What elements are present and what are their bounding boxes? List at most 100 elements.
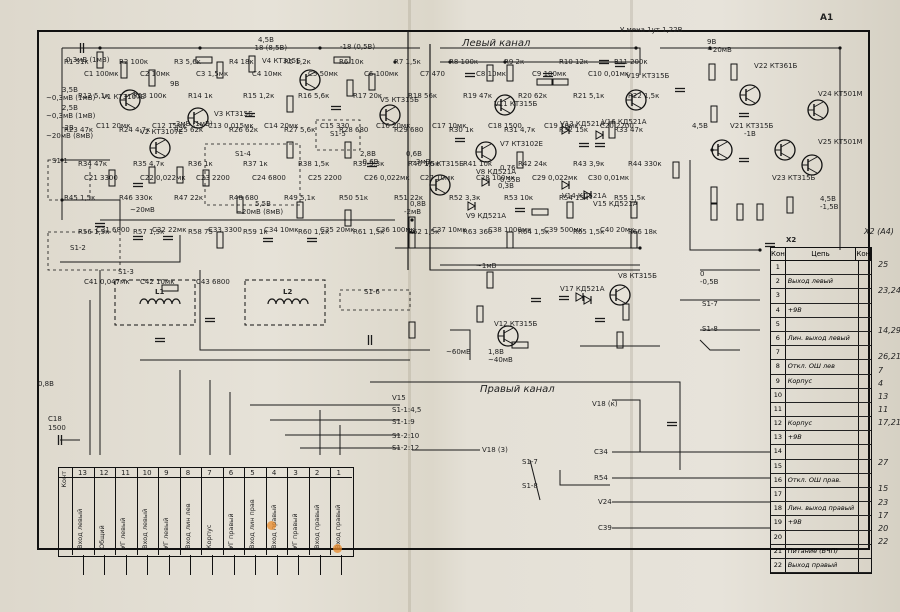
switch-label: S1-4 [235,150,251,158]
x2-pin-number: 15 [771,459,786,473]
wire [717,152,728,159]
x1-lead [276,555,278,575]
x1-pin-number: 6 [228,469,234,477]
x2-header: КонтЦепьКонт [771,248,871,261]
resistor-symbol [408,231,416,249]
diode-label: V9 КД521А [466,212,507,220]
x1-pin-name: УГ правый [226,513,235,549]
transistor-label: V12 КТ315Б [494,320,538,328]
wire [807,156,818,163]
resistor-label: R54 15к [559,194,589,202]
x2-pin-blank [859,460,871,473]
x1-pin-number: 12 [99,469,109,477]
x2-pin-number: 21 [771,544,786,558]
net-link-label: S1-2:10 [392,432,420,440]
junction-dot [710,148,714,152]
diode-label: V15 КД521А [593,200,638,208]
resistor-symbol [333,56,351,64]
transistor-label: V4 КТ315Б [262,57,301,65]
x1-pin-number: 10 [142,469,152,477]
x1-column-divider [136,467,138,555]
x1-column-divider [287,467,289,555]
x2-side-note: 17 [878,510,889,520]
resistor-symbol [531,208,549,216]
wire [689,160,760,251]
wire [60,235,181,263]
coil-label: L2 [283,288,293,296]
resistor-label: R2 100к [119,58,149,66]
wire [155,150,166,157]
left-channel-label: Левый канал [462,38,531,49]
x2-pin-number: 8 [771,360,786,374]
x1-column-divider [222,467,224,555]
resistor-label: R15 1,2к [243,92,275,100]
switch-group [47,231,121,271]
wire [745,97,756,104]
resistor-label: R23 47к [64,126,94,134]
x2-header-cell: Конт [856,248,871,260]
x2-row: 13+9В [771,431,871,446]
x2-pin-blank [859,275,871,288]
capacitor-label: C30 0,01мк [588,174,630,182]
capacitor-label: C2 10мк [140,70,170,78]
junction-dot [838,46,842,50]
x2-pin-blank [859,360,871,373]
switch-label: S1-6 [364,288,380,296]
resistor-label: R27 5,6к [284,126,316,134]
capacitor-label: C12 15мк [152,122,187,130]
diode-label: V17 КД521А [560,285,605,293]
transistor-label: V11 КТ315Б [494,100,538,108]
wire [435,176,446,183]
x2-side-note: 17,21 [878,418,900,428]
x2-row: 10 [771,388,871,403]
x1-pin-number: 3 [293,469,298,477]
x2-pin-blank [859,417,871,430]
x2-row: 11 [771,402,871,418]
x1-pin-name: УГ правый [291,513,300,549]
x1-pin-number: 13 [78,469,87,477]
voltage-label: 0,3В [498,182,514,190]
capacitor-label: C6 100мк [364,70,399,78]
junction-dot [758,248,762,252]
net-link-label: V15 [392,394,406,402]
x1-pin-name: Вход лин прав [248,499,257,549]
x1-lead [255,555,257,575]
resistor-label: R7 1,5к [394,58,421,66]
resistor-label: R44 330к [628,160,662,168]
diode-symbol [467,201,477,211]
wire [305,71,316,78]
x1-lead [82,555,84,575]
x2-pin-name [786,530,860,544]
resistor-label: R65 1,5к [573,228,605,236]
transistor-label: V1 КТ3107Е [102,93,145,101]
board-outline [37,30,870,550]
capacitor-label: C27 10мк [420,174,455,182]
x2-side-note: 15 [878,484,889,494]
wire [199,270,430,351]
x2-row: 1 [771,261,871,276]
resistor-label: R16 5,6к [298,92,330,100]
x2-pin-number: 14 [771,445,786,459]
x2-pin-blank [859,318,871,331]
wire [305,82,316,89]
resistor-label: R59 1к [243,228,268,236]
x2-pin-number: 6 [771,331,786,346]
right-channel-label: Правый канал [480,384,555,395]
x2-pin-name [786,317,860,331]
transistor-label: V21 КТ315Б [730,122,774,130]
resistor-symbol [486,271,494,289]
transistor-label: V7 КТ3102Е [500,140,543,148]
resistor-label: R62 1,5к [408,228,440,236]
capacitor-label: C13 0,015мк [208,122,254,130]
wire [699,339,740,351]
resistor-symbol [756,203,764,221]
voltage-label: 4,5В [820,195,836,203]
resistor-label: R33 47к [614,126,644,134]
resistor-label: R37 1к [243,160,268,168]
x2-pin-blank [859,545,871,558]
resistor-label: R50 51к [339,194,369,202]
x2-pin-name [786,261,860,275]
